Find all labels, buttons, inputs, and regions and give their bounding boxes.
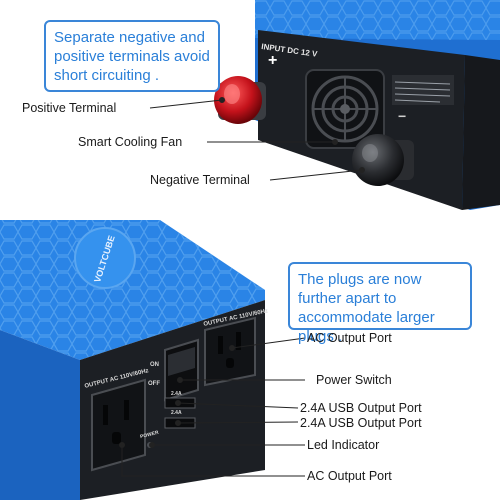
switch-on-marking: ON [150,362,159,368]
ac-outlet-top [204,316,256,387]
minus-marking: − [398,108,407,124]
cooling-fan [305,69,385,149]
ac-outlet-bottom [91,378,146,472]
positive-terminal [214,76,266,124]
top-inverter-body [255,0,500,210]
label-negative-terminal: Negative Terminal [150,173,250,187]
label-usb-2: 2.4A USB Output Port [300,416,422,430]
label-power-switch: Power Switch [316,373,392,387]
power-switch [164,338,199,402]
label-ac-output-bottom: AC Output Port [307,469,392,483]
label-led-indicator: Led Indicator [307,438,380,452]
usb-a-marking: 2.4A [171,391,182,397]
leader-lines [119,97,365,477]
callout-plugs: The plugs are now further apart to accom… [288,262,472,345]
label-usb-1: 2.4A USB Output Port [300,401,422,415]
bottom-inverter-body [0,220,265,500]
negative-terminal [352,134,414,186]
switch-off-marking: OFF [148,381,160,387]
label-positive-terminal: Positive Terminal [22,101,117,115]
label-smart-cooling-fan: Smart Cooling Fan [78,135,183,149]
callout-terminals: Separate negative and positive terminals… [44,20,220,92]
plus-marking: + [268,52,278,69]
usb-b-marking: 2.4A [171,410,182,416]
label-ac-output-top: AC Output Port [307,331,392,345]
